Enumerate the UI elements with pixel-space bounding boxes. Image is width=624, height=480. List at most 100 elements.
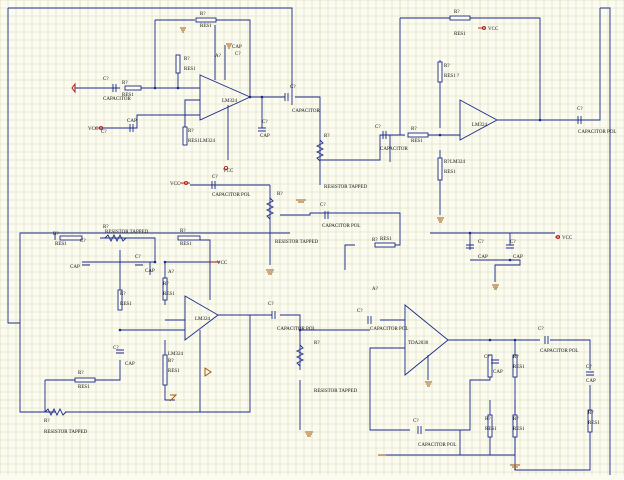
- resistor-r1[interactable]: [124, 85, 142, 91]
- amplifier-tda2030[interactable]: TDA2030 A?: [372, 287, 449, 376]
- opamp-u3[interactable]: LM324 A?: [168, 270, 219, 341]
- resistor-r2[interactable]: [195, 17, 217, 23]
- resistor-r11[interactable]: [437, 61, 443, 83]
- capacitor-c18[interactable]: [586, 371, 594, 376]
- resistor-tapped-2[interactable]: [265, 197, 275, 220]
- ground-icon: [425, 381, 432, 387]
- component-label: RES1: [184, 67, 196, 72]
- component-label: CAP: [586, 379, 596, 384]
- resistor-r20[interactable]: [587, 409, 593, 433]
- component-label: C?: [135, 255, 141, 260]
- vcc-label: VCC: [88, 127, 99, 132]
- resistor-r5[interactable]: [374, 242, 396, 248]
- opamp-u1[interactable]: LM324 A?: [199, 54, 252, 121]
- component-label: C?: [478, 240, 484, 245]
- capacitor-c4[interactable]: [258, 127, 266, 132]
- capacitor-c11[interactable]: [116, 349, 124, 354]
- capacitor-c13[interactable]: [367, 316, 372, 324]
- component-label: LM324: [168, 352, 184, 357]
- resistor-r6[interactable]: [59, 235, 83, 241]
- component-label: RES1: [168, 369, 180, 374]
- resistor-r13[interactable]: [117, 289, 123, 311]
- resistor-tapped-1[interactable]: [315, 139, 325, 162]
- opamp-u3-ref: A?: [168, 270, 175, 275]
- resistor-r8[interactable]: [74, 377, 96, 383]
- vcc-label: VCC: [562, 236, 573, 241]
- capacitor-c14[interactable]: [466, 244, 474, 249]
- component-label: CAPACITOR POL: [540, 349, 578, 354]
- resistor-r14[interactable]: [162, 277, 168, 301]
- component-label: C?: [586, 365, 592, 370]
- capacitor-c19[interactable]: [417, 426, 422, 434]
- component-label: CAP: [493, 370, 503, 375]
- capacitor-c15[interactable]: [506, 244, 514, 249]
- component-label: C?: [268, 302, 274, 307]
- ground-icon: [169, 394, 178, 402]
- resistor-r12[interactable]: [437, 157, 443, 181]
- resistor-tapped-3[interactable]: [104, 233, 127, 243]
- capacitor-c12[interactable]: [271, 311, 276, 319]
- component-label: R?: [200, 12, 206, 17]
- ground-icon: [204, 367, 212, 377]
- capacitor-c2[interactable]: [129, 124, 134, 132]
- component-label: RES1 ?: [444, 74, 460, 79]
- component-label: C?: [357, 309, 363, 314]
- capacitor-c7[interactable]: [577, 116, 582, 124]
- resistor-r17[interactable]: [512, 354, 518, 378]
- resistor-r3[interactable]: [449, 15, 471, 21]
- opamp-u2-label: LM324: [472, 123, 488, 128]
- vcc-label: VCC: [488, 27, 499, 32]
- component-label: RES1: [444, 170, 456, 175]
- component-label: RESISTOR TAPPED: [314, 389, 358, 394]
- ground-icon: [180, 27, 186, 33]
- ground-icon: [305, 431, 313, 437]
- resistor-r15[interactable]: [162, 354, 168, 386]
- component-label: CAPACITOR POL: [418, 443, 456, 448]
- capacitor-c3[interactable]: [284, 93, 289, 101]
- resistor-r9[interactable]: [175, 54, 181, 74]
- component-label: R?: [513, 355, 519, 360]
- capacitor-c1[interactable]: [112, 84, 117, 92]
- capacitor-c17[interactable]: [491, 359, 499, 364]
- component-label: R?: [53, 232, 59, 237]
- component-label: R?: [444, 160, 450, 165]
- ground-icon: [296, 199, 306, 203]
- component-label: C?: [235, 52, 241, 57]
- component-label: R?: [184, 57, 190, 62]
- component-label: C?: [103, 77, 109, 82]
- component-label: RES1: [163, 292, 175, 297]
- resistor-r19[interactable]: [512, 414, 518, 438]
- resistor-r4[interactable]: [407, 132, 429, 138]
- opamp-u1-label: LM324: [222, 99, 238, 104]
- resistor-tapped-4[interactable]: [295, 344, 305, 367]
- capacitor-c16[interactable]: [544, 336, 549, 344]
- component-label: R?: [314, 341, 320, 346]
- resistor-r16[interactable]: [487, 354, 493, 378]
- component-label: RES1: [200, 24, 212, 29]
- component-label: CAP: [232, 45, 242, 50]
- component-label: C?: [510, 240, 516, 245]
- component-label: CAPACITOR POL: [277, 327, 315, 332]
- opamp-u2[interactable]: LM324: [459, 99, 498, 141]
- resistor-r18[interactable]: [487, 414, 493, 438]
- capacitor-c8[interactable]: [324, 211, 329, 219]
- capacitor-c5[interactable]: [211, 181, 216, 189]
- component-label: CAP: [513, 255, 523, 260]
- resistor-r10[interactable]: [182, 126, 188, 146]
- component-label: RESISTOR TAPPED: [44, 430, 88, 435]
- resistor-r7[interactable]: [177, 235, 201, 241]
- component-label: CAPACITOR: [380, 147, 408, 152]
- ground-icon: [266, 269, 274, 275]
- component-label: R?: [180, 229, 186, 234]
- component-label: R?: [454, 10, 460, 15]
- capacitor-c6[interactable]: [382, 131, 387, 139]
- opamp-u1-ref: A?: [215, 54, 222, 59]
- capacitor-c9[interactable]: [82, 261, 90, 266]
- component-label: R?: [411, 127, 417, 132]
- power-wires: [74, 27, 560, 263]
- resistor-tapped-5[interactable]: [44, 407, 67, 417]
- capacitor-c10[interactable]: [135, 261, 143, 266]
- opamp-u3-label: LM324: [195, 317, 211, 322]
